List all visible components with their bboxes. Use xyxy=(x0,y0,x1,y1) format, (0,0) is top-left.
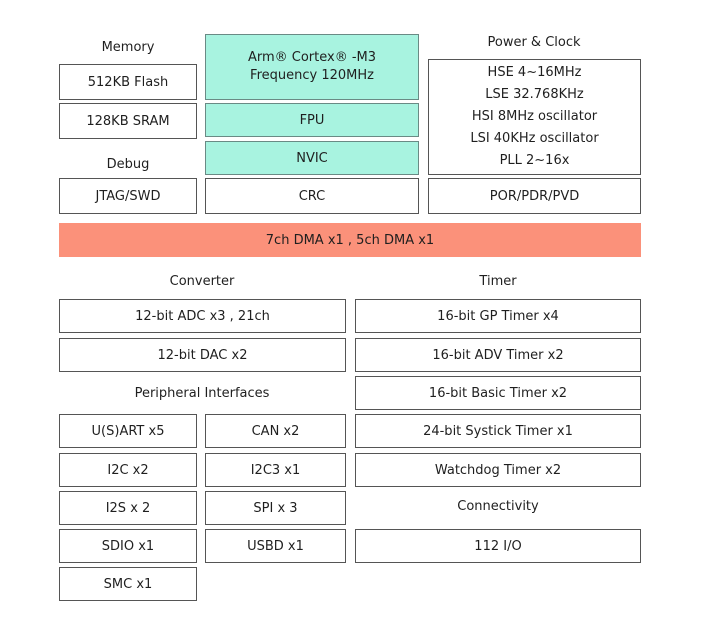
hse-clock: HSE 4~16MHz xyxy=(487,65,582,80)
i2c3-block: I2C3 x1 xyxy=(205,453,346,487)
lsi-oscillator: LSI 40KHz oscillator xyxy=(470,131,599,146)
dma-bar: 7ch DMA x1 , 5ch DMA x1 xyxy=(59,223,641,257)
nvic-block: NVIC xyxy=(205,141,419,175)
connectivity-heading: Connectivity xyxy=(457,499,539,514)
smc-block: SMC x1 xyxy=(59,567,197,601)
gp-timer-block: 16-bit GP Timer x4 xyxy=(355,299,641,333)
usbd-block: USBD x1 xyxy=(205,529,346,563)
i2c-block: I2C x2 xyxy=(59,453,197,487)
lse-clock: LSE 32.768KHz xyxy=(485,87,584,102)
io-block: 112 I/O xyxy=(355,529,641,563)
sdio-block: SDIO x1 xyxy=(59,529,197,563)
jtag-block: JTAG/SWD xyxy=(59,178,197,214)
adv-timer-block: 16-bit ADV Timer x2 xyxy=(355,338,641,372)
cpu-core-name: Arm® Cortex® -M3 xyxy=(247,50,377,65)
i2s-block: I2S x 2 xyxy=(59,491,197,525)
por-pdr-pvd-block: POR/PDR/PVD xyxy=(428,178,641,214)
pll-multiplier: PLL 2~16x xyxy=(499,153,570,168)
timer-heading: Timer xyxy=(479,274,517,289)
adc-block: 12-bit ADC x3 , 21ch xyxy=(59,299,346,333)
clock-sources-block: HSE 4~16MHz LSE 32.768KHz HSI 8MHz oscil… xyxy=(428,59,641,175)
usart-block: U(S)ART x5 xyxy=(59,414,197,448)
sram-block: 128KB SRAM xyxy=(59,103,197,139)
debug-heading: Debug xyxy=(106,157,150,172)
power-clock-heading: Power & Clock xyxy=(487,35,581,50)
basic-timer-block: 16-bit Basic Timer x2 xyxy=(355,376,641,410)
watchdog-timer-block: Watchdog Timer x2 xyxy=(355,453,641,487)
dac-block: 12-bit DAC x2 xyxy=(59,338,346,372)
memory-heading: Memory xyxy=(101,40,155,55)
flash-block: 512KB Flash xyxy=(59,64,197,100)
hsi-oscillator: HSI 8MHz oscillator xyxy=(471,109,598,124)
converter-heading: Converter xyxy=(169,274,235,289)
peripheral-heading: Peripheral Interfaces xyxy=(134,386,270,401)
fpu-block: FPU xyxy=(205,103,419,137)
spi-block: SPI x 3 xyxy=(205,491,346,525)
systick-timer-block: 24-bit Systick Timer x1 xyxy=(355,414,641,448)
cpu-frequency: Frequency 120MHz xyxy=(250,68,374,83)
crc-block: CRC xyxy=(205,178,419,214)
cpu-core-block: Arm® Cortex® -M3 Frequency 120MHz xyxy=(205,34,419,100)
can-block: CAN x2 xyxy=(205,414,346,448)
